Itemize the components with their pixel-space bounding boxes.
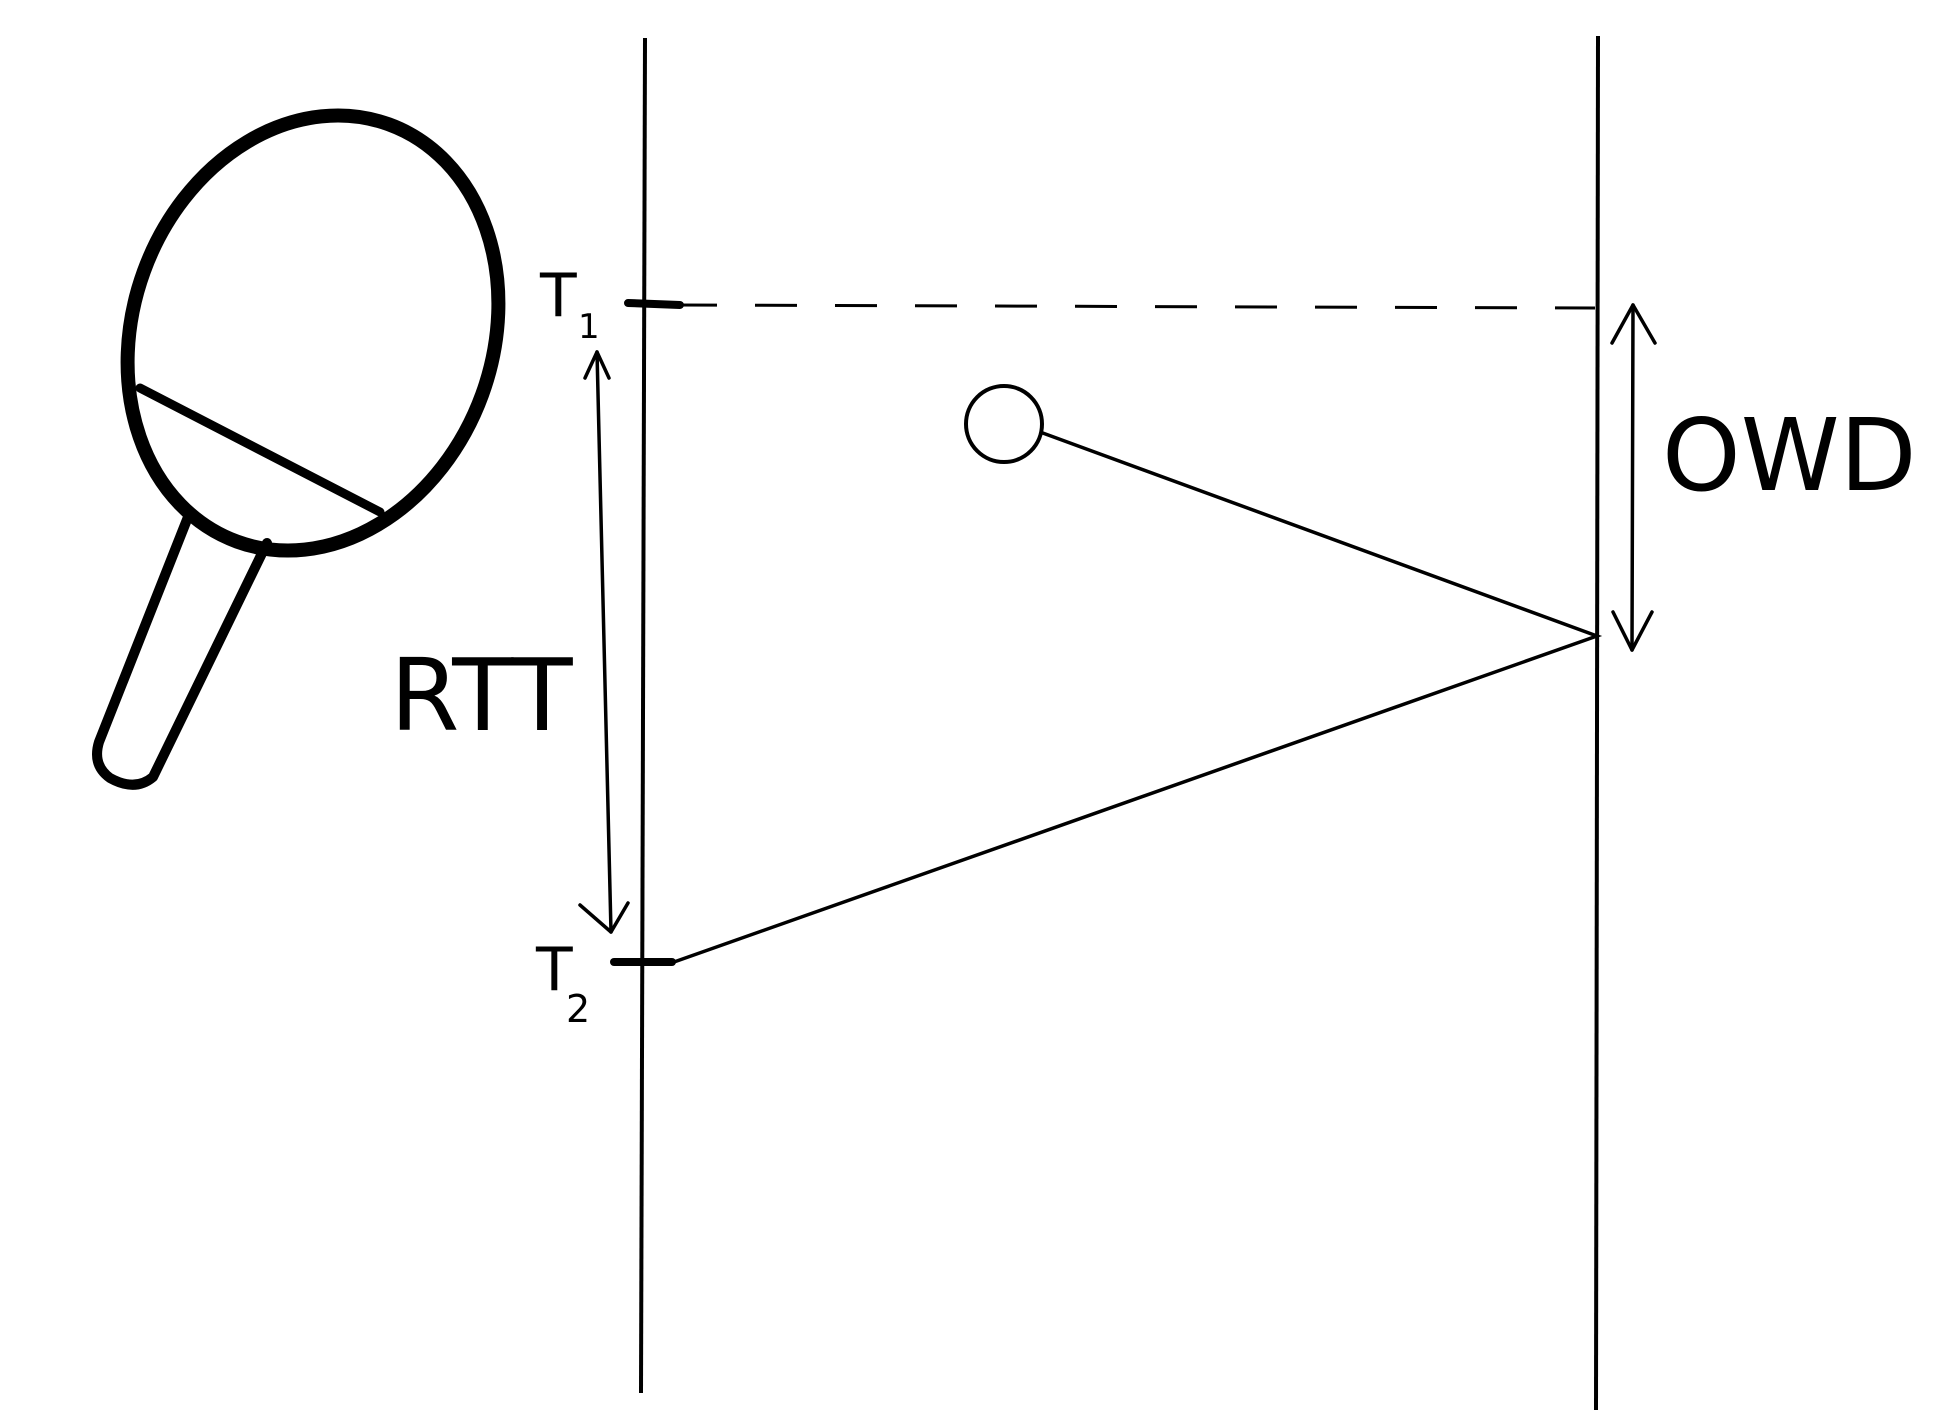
t1-dashed-line	[674, 303, 1596, 310]
ball-icon	[964, 384, 1044, 464]
rtt-arrow	[578, 350, 630, 934]
t2-subscript: 2	[566, 987, 590, 1031]
left-timeline	[639, 37, 647, 1394]
paddle-handle	[92, 507, 272, 790]
ball-path	[673, 430, 1603, 964]
t1-label: T	[539, 261, 577, 331]
owd-arrow	[1610, 303, 1657, 652]
owd-label: OWD	[1662, 397, 1917, 514]
t1-tick	[624, 299, 684, 309]
right-timeline	[1594, 35, 1600, 1411]
ping-pong-paddle-icon	[92, 108, 506, 790]
t1-subscript: 1	[578, 307, 600, 347]
paddle-blade	[120, 108, 506, 558]
t2-label: T	[535, 935, 573, 1005]
rtt-label: RTT	[390, 637, 574, 754]
paddle-rubber-line	[135, 383, 385, 517]
